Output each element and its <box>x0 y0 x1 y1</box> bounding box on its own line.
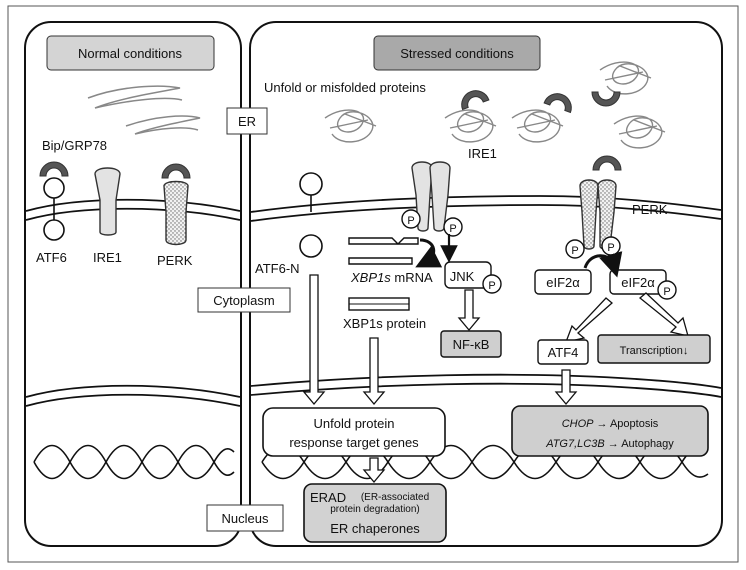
jnk-label: JNK <box>450 269 475 284</box>
eif2a-label-left: eIF2α <box>546 275 580 290</box>
misfolded-proteins <box>324 61 666 149</box>
phospho-label: P <box>663 286 670 298</box>
dna-normal <box>33 444 235 480</box>
normal-ire1-label: IRE1 <box>93 250 122 265</box>
phospho-eif2a-icon <box>657 280 677 300</box>
normal-cell-panel <box>24 21 242 547</box>
bip-icon <box>39 161 69 177</box>
bip-icon-4 <box>592 155 622 171</box>
cytoplasm-label-box <box>197 287 291 313</box>
normal-unfolded-proteins <box>87 85 201 135</box>
phospho-label: P <box>571 245 578 257</box>
atf6-head-icon <box>43 177 65 199</box>
atf6-stressed-head-icon <box>299 172 323 196</box>
nucleus-label-box <box>206 504 284 532</box>
splice-arrow <box>415 238 443 268</box>
atg-autophagy-label: ATG7,LC3B → Autophagy <box>545 438 674 450</box>
bip-icon-3 <box>591 91 621 107</box>
erad-paren-line1: (ER-associated <box>361 492 429 503</box>
er-membrane <box>25 195 722 222</box>
normal-title-box <box>46 35 215 71</box>
nfkb-box <box>440 330 502 358</box>
phospho-ire1-left-icon <box>401 209 421 229</box>
atf6n-icon <box>299 234 323 258</box>
unfolded-proteins-label: Unfold or misfolded proteins <box>264 80 426 95</box>
atf4-label: ATF4 <box>548 345 579 360</box>
atf6-tail-icon <box>43 219 65 241</box>
normal-atf6-label: ATF6 <box>36 250 67 265</box>
erad-title: ERAD <box>310 490 346 505</box>
jnk-to-nfkb-arrow <box>457 289 481 332</box>
xbp1s-protein-label: XBP1s protein <box>343 316 426 331</box>
atf4-box <box>537 339 589 365</box>
atf6n-label: ATF6-N <box>255 261 300 276</box>
eif2a-box-left <box>534 269 592 295</box>
bip-grp78-label: Bip/GRP78 <box>42 138 107 153</box>
transcription-label: Transcription↓ <box>620 345 689 357</box>
er-label: ER <box>238 114 256 129</box>
er-label-box <box>226 107 268 135</box>
bip-icon-1 <box>461 90 490 111</box>
er-chaperones-label: ER chaperones <box>330 521 420 536</box>
phospho-jnk-icon <box>482 274 502 294</box>
ire1-receptor-icon <box>94 167 121 236</box>
xbp1-mrna-icon <box>348 237 419 265</box>
stressed-title-box <box>373 35 541 71</box>
phospho-label: P <box>488 280 495 292</box>
xbp1s-to-nucleus-arrow <box>362 337 386 406</box>
phosphorylation-arrow <box>583 251 623 278</box>
perk-receptor-icon <box>163 180 189 246</box>
eif2a-to-transcription-arrow <box>638 292 689 337</box>
phospho-perk-left-icon <box>565 239 585 259</box>
bip-icon-2 <box>543 93 572 114</box>
cytoplasm-label: Cytoplasm <box>213 293 274 308</box>
erad-box <box>303 483 447 543</box>
stressed-perk-label: PERK <box>632 202 668 217</box>
erad-paren-line2: protein degradation) <box>330 504 420 515</box>
nucleus-label: Nucleus <box>222 511 269 526</box>
bip-perk-icon <box>161 163 191 179</box>
xbp1s-mrna-label: XBP1s mRNA <box>350 270 433 285</box>
chop-autophagy-box <box>511 405 709 457</box>
chop-apoptosis-label: CHOP → Apoptosis <box>562 418 659 430</box>
eif2a-label-right: eIF2α <box>621 275 655 290</box>
phospho-label: P <box>607 242 614 254</box>
phospho-label: P <box>407 215 414 227</box>
normal-perk-label: PERK <box>157 253 193 268</box>
stressed-title: Stressed conditions <box>400 46 514 61</box>
stressed-ire1-label: IRE1 <box>468 146 497 161</box>
upr-line1: Unfold protein <box>314 416 395 431</box>
nfkb-label: NF-κB <box>453 337 490 352</box>
phospho-ire1-right-icon <box>443 217 463 237</box>
phospho-label: P <box>449 223 456 235</box>
outer-frame <box>7 5 739 563</box>
transcription-box <box>597 334 711 364</box>
perk-dimer-icon <box>579 179 617 250</box>
atf6n-to-nucleus-arrow <box>302 274 326 406</box>
atf4-to-nucleus-arrow <box>554 369 578 406</box>
upr-line2: response target genes <box>289 435 419 450</box>
upr-target-genes-box <box>262 407 446 457</box>
upr-to-erad-arrow <box>362 457 386 484</box>
normal-title: Normal conditions <box>78 46 183 61</box>
